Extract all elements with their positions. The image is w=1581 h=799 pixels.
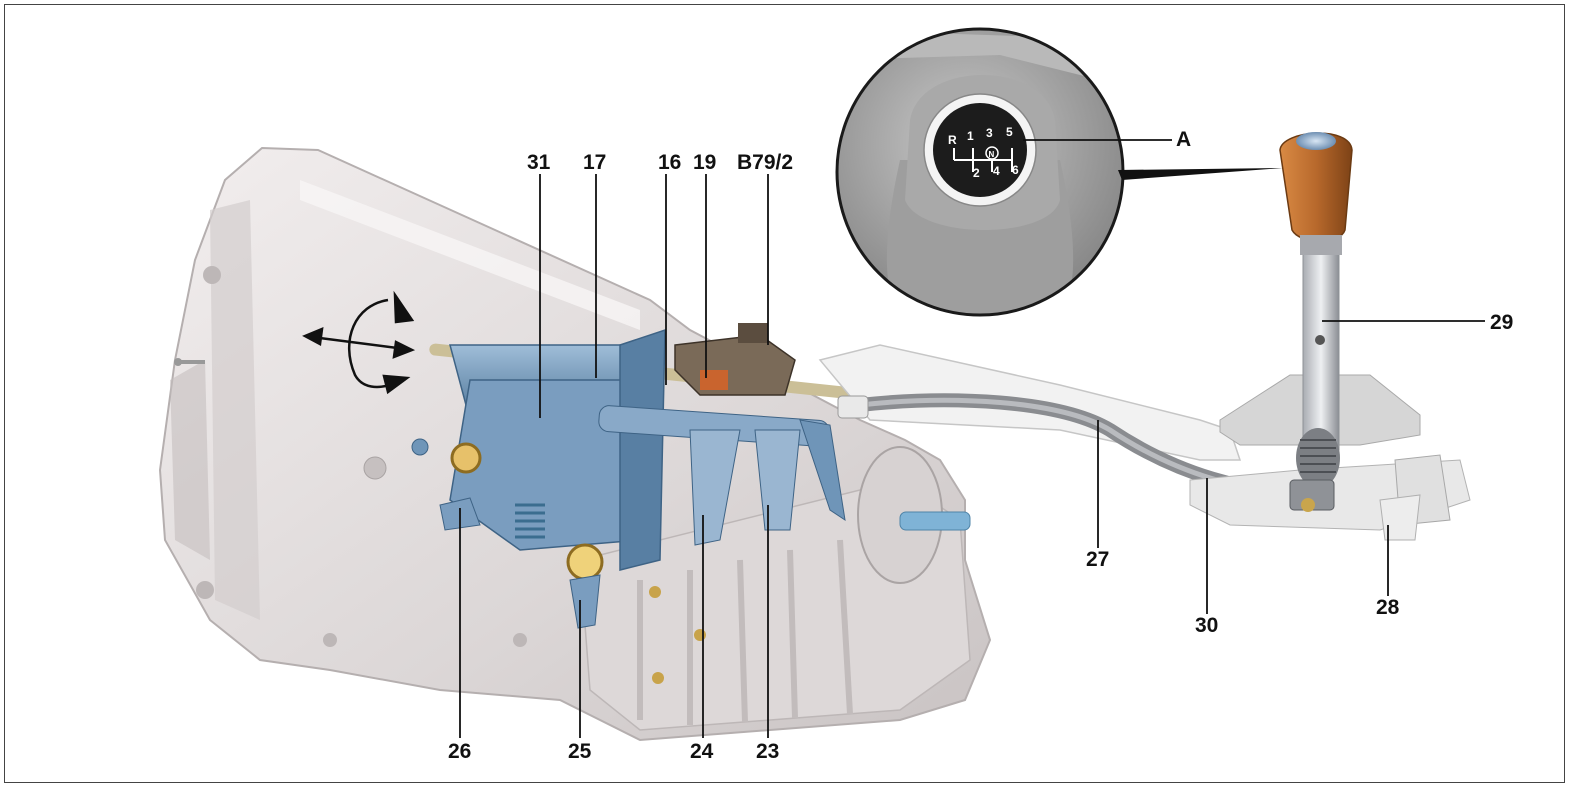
shift-pattern-icon: R 1 3 5 2 4 6 N xyxy=(948,125,1019,180)
callout-30: 30 xyxy=(1195,614,1219,637)
gear-4: 4 xyxy=(993,164,1000,178)
gear-5: 5 xyxy=(1006,125,1013,139)
callout-23: 23 xyxy=(756,740,780,763)
callout-27: 27 xyxy=(1086,548,1110,571)
sensor-b79-2 xyxy=(674,323,796,396)
callout-lines xyxy=(459,139,1485,738)
gear-1: 1 xyxy=(967,129,974,143)
callout-a: A xyxy=(1176,128,1192,151)
knob-inset: R 1 3 5 2 4 6 N xyxy=(835,27,1283,317)
callout-28: 28 xyxy=(1376,596,1400,619)
gear-shifter xyxy=(1189,132,1471,541)
callout-b79-2: B79/2 xyxy=(737,151,794,174)
callout-25: 25 xyxy=(568,740,592,763)
gear-2: 2 xyxy=(973,166,980,180)
movement-arrows-icon xyxy=(302,290,416,395)
callout-19: 19 xyxy=(693,151,717,174)
gear-n: N xyxy=(989,150,995,159)
gear-r: R xyxy=(948,133,957,147)
callout-16: 16 xyxy=(658,151,682,174)
callout-24: 24 xyxy=(690,740,714,763)
callout-26: 26 xyxy=(448,740,472,763)
gear-6: 6 xyxy=(1012,163,1019,177)
callout-29: 29 xyxy=(1490,311,1514,334)
gear-3: 3 xyxy=(986,126,993,140)
callout-17: 17 xyxy=(583,151,607,174)
callout-31: 31 xyxy=(527,151,551,174)
